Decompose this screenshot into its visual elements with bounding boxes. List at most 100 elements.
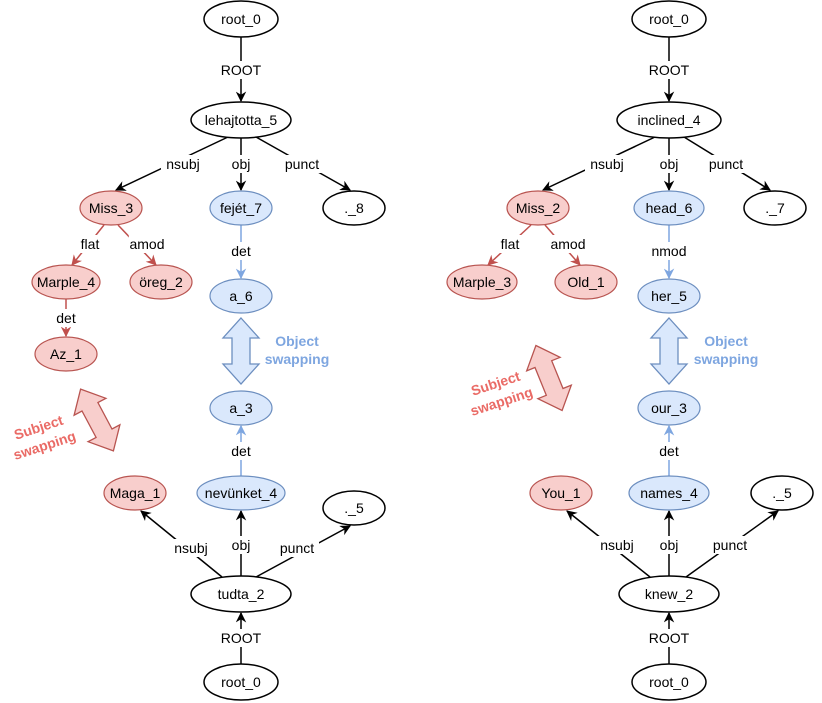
node-l-tudta: tudta_2 — [190, 575, 292, 613]
node-r-miss: Miss_2 — [506, 190, 570, 226]
edge-label-bg — [704, 155, 748, 173]
edge-label-bg — [708, 536, 752, 554]
edge-label-bg — [280, 155, 324, 173]
node-label: lehajtotta_5 — [205, 112, 278, 128]
node-label: Miss_3 — [89, 200, 134, 216]
node-r-knew: knew_2 — [618, 575, 720, 613]
edge-label-r-punct-bottom: punct — [713, 537, 747, 553]
node-ellipse — [190, 575, 292, 613]
node-r-marple: Marple_3 — [446, 264, 518, 300]
node-label: head_6 — [646, 200, 693, 216]
edge-label-l-obj-top: obj — [232, 156, 251, 172]
object-swapping-label-right-2: swapping — [694, 351, 759, 367]
object-swap-arrow-right — [649, 317, 689, 385]
object-swapping-label-left-2: swapping — [265, 351, 330, 367]
edge-label-r-root-top: ROOT — [649, 62, 690, 78]
node-l-dot5: ._5 — [322, 490, 386, 526]
node-r-dot7: ._7 — [743, 190, 807, 226]
node-l-dot8: ._8 — [322, 190, 386, 226]
node-ellipse — [637, 278, 701, 314]
edge-label-bg — [226, 242, 256, 260]
node-ellipse — [750, 475, 814, 511]
node-label: her_5 — [651, 288, 687, 304]
edge-label-bg — [226, 155, 256, 173]
node-ellipse — [34, 336, 98, 372]
node-label: tudta_2 — [218, 586, 265, 602]
edge-label-bg — [128, 235, 166, 253]
node-ellipse — [203, 0, 279, 38]
node-ellipse — [196, 475, 286, 511]
edge-label-bg — [650, 242, 688, 260]
node-ellipse — [631, 663, 707, 701]
node-ellipse — [190, 101, 292, 139]
node-label: öreg_2 — [139, 274, 183, 290]
edge-label-r-obj-top: obj — [660, 156, 679, 172]
node-ellipse — [633, 190, 705, 226]
object-swapping-label-right-1: Object — [704, 333, 748, 349]
node-label: Miss_2 — [516, 200, 561, 216]
node-label: knew_2 — [645, 586, 693, 602]
edge-label-l-obj-bottom: obj — [232, 537, 251, 553]
node-l-root-top: root_0 — [203, 0, 279, 38]
node-l-maga: Maga_1 — [103, 475, 167, 511]
edge-label-bg — [650, 629, 688, 647]
node-r-her: her_5 — [637, 278, 701, 314]
edge-label-r-amod: amod — [550, 236, 585, 252]
edge-label-l-flat: flat — [81, 236, 100, 252]
edge-label-bg — [275, 539, 319, 557]
swaps-layer: ObjectswappingObjectswappingSubjectswapp… — [11, 317, 759, 463]
edge-label-r-nsubj-bottom: nsubj — [600, 537, 633, 553]
edge-label-bg — [654, 442, 684, 460]
node-ellipse — [322, 190, 386, 226]
edge-label-bg — [222, 629, 260, 647]
node-l-fejet: fejét_7 — [209, 190, 273, 226]
edge-label-bg — [491, 235, 529, 253]
edge-label-bg — [169, 539, 213, 557]
subject-swap-arrow-left — [73, 388, 121, 452]
node-ellipse — [209, 278, 273, 314]
node-ellipse — [79, 190, 143, 226]
node-l-az: Az_1 — [34, 336, 98, 372]
edge-label-l-nsubj-top: nsubj — [166, 156, 199, 172]
edge-label-l-punct-bottom: punct — [280, 540, 314, 556]
edge-label-bg — [161, 155, 205, 173]
node-label: our_3 — [651, 400, 687, 416]
node-ellipse — [618, 575, 720, 613]
edge-label-l-nsubj-bottom: nsubj — [174, 540, 207, 556]
node-r-dot5: ._5 — [750, 475, 814, 511]
edge-label-bg — [71, 235, 109, 253]
node-ellipse — [31, 264, 101, 300]
object-swap-arrow-left — [221, 317, 261, 385]
node-label: root_0 — [221, 674, 261, 690]
node-l-oreg: öreg_2 — [129, 264, 193, 300]
node-l-a3: a_3 — [209, 390, 273, 426]
node-label: a_6 — [229, 288, 253, 304]
edge-label-l-det-marple: det — [56, 310, 76, 326]
node-label: nevünket_4 — [205, 485, 278, 501]
edge-label-r-punct-top: punct — [709, 156, 743, 172]
node-label: Marple_4 — [37, 274, 96, 290]
node-r-names: names_4 — [628, 475, 710, 511]
node-label: Az_1 — [50, 346, 82, 362]
edge-label-r-root-bottom: ROOT — [649, 630, 690, 646]
node-label: fejét_7 — [220, 200, 262, 216]
node-ellipse — [446, 264, 518, 300]
node-r-head: head_6 — [633, 190, 705, 226]
node-ellipse — [554, 264, 618, 300]
edge-label-r-obj-bottom: obj — [660, 537, 679, 553]
edge-label-bg — [654, 155, 684, 173]
node-label: names_4 — [640, 485, 698, 501]
edge-label-bg — [595, 536, 639, 554]
node-ellipse — [129, 264, 193, 300]
node-label: Marple_3 — [453, 274, 512, 290]
node-label: inclined_4 — [637, 112, 700, 128]
node-label: ._5 — [772, 485, 792, 501]
edge-label-r-flat: flat — [501, 236, 520, 252]
edge-label-r-nmod: nmod — [651, 243, 686, 259]
node-r-you: You_1 — [529, 475, 593, 511]
node-ellipse — [637, 390, 701, 426]
node-l-lehajtotta: lehajtotta_5 — [190, 101, 292, 139]
edge-label-bg — [226, 442, 256, 460]
node-ellipse — [631, 0, 707, 38]
